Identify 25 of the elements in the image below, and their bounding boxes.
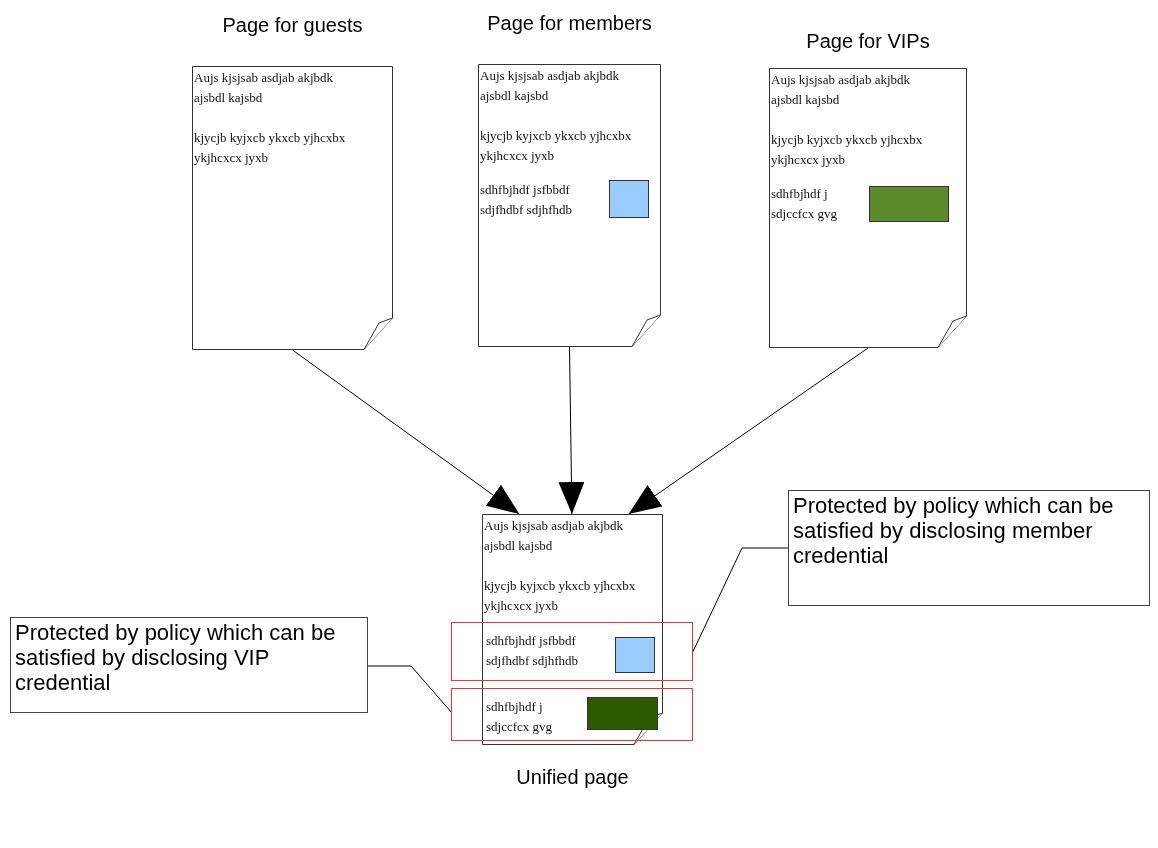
body-text: Aujs kjsjsab asdjab akjbdk ajsbdl kajsbd [484, 517, 624, 555]
protected-section [451, 622, 693, 681]
body-text: kjycjb kyjxcb ykxcb yjhcxbx ykjhcxcx jyxb [771, 131, 924, 169]
body-text: Aujs kjsjsab asdjab akjbdk ajsbdl kajsbd [480, 67, 620, 105]
callout-box: Protected by policy which can be satisfied by disclosing VIP credential [10, 617, 368, 713]
page-heading: Page for VIPs [805, 30, 931, 53]
arrow [558, 346, 585, 515]
page-heading: Page for guests [221, 14, 364, 37]
body-text: kjycjb kyjxcb ykxcb yjhcxbx ykjhcxcx jyxb [194, 129, 347, 167]
body-text: sdhfbjhdf jsfbbdf sdjfhdbf sdjhfhdb [480, 181, 574, 219]
arrow [628, 347, 869, 515]
body-text: sdhfbjhdf j sdjccfcx gvg [771, 185, 839, 223]
body-text: kjycjb kyjxcb ykxcb yjhcxbx ykjhcxcx jyxb [484, 577, 637, 615]
protected-section [451, 688, 693, 741]
body-text: sdhfbjhdf jsfbbdf sdjfhdbf sdjhfhdb [486, 632, 580, 670]
arrow [292, 349, 520, 515]
leader-line [692, 547, 789, 652]
callout-box: Protected by policy which can be satisfied by disclosing member credential [788, 490, 1150, 606]
body-text: Aujs kjsjsab asdjab akjbdk ajsbdl kajsbd [771, 71, 911, 109]
page-heading: Page for members [486, 12, 653, 35]
body-text: Aujs kjsjsab asdjab akjbdk ajsbdl kajsbd [194, 69, 334, 107]
leader-line [367, 665, 452, 713]
body-text: sdhfbjhdf j sdjccfcx gvg [486, 698, 554, 736]
body-text: kjycjb kyjxcb ykxcb yjhcxbx ykjhcxcx jyxb [480, 127, 633, 165]
page-heading: Unified page [515, 766, 630, 789]
